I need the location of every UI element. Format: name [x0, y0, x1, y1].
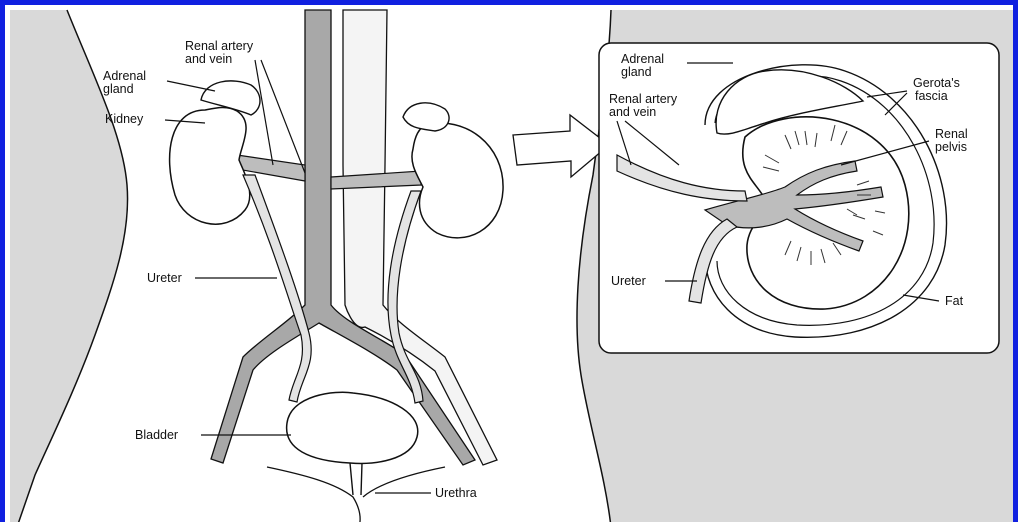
- left-kidney: [170, 107, 250, 224]
- label-ureter: Ureter: [147, 271, 182, 285]
- inset-label-ureter: Ureter: [611, 274, 646, 288]
- inset-label-renal-pelvis-line2: pelvis: [935, 140, 967, 154]
- label-urethra: Urethra: [435, 486, 477, 500]
- label-renal-artery-vein-line1: Renal artery: [185, 39, 254, 53]
- inset-label-renal-pelvis-line1: Renal: [935, 127, 968, 141]
- label-bladder: Bladder: [135, 428, 178, 442]
- right-ureter: [388, 191, 423, 403]
- right-kidney: [412, 123, 503, 238]
- pelvic-outline: [267, 467, 445, 522]
- inset-label-adrenal-gland-line1: Adrenal: [621, 52, 664, 66]
- inset-label-fat: Fat: [945, 294, 964, 308]
- urethra: [350, 463, 362, 495]
- inset-label-renal-artery-vein-line2: and vein: [609, 105, 656, 119]
- bladder: [287, 392, 418, 463]
- inset-label-renal-artery-vein-line1: Renal artery: [609, 92, 678, 106]
- inset-label-gerotas-fascia-line1: Gerota's: [913, 76, 960, 90]
- inset-label-adrenal-gland-line2: gland: [621, 65, 652, 79]
- label-renal-artery-vein-line2: and vein: [185, 52, 232, 66]
- inset-label-gerotas-fascia-line2: fascia: [915, 89, 948, 103]
- label-adrenal-gland-line1: Adrenal: [103, 69, 146, 83]
- label-adrenal-gland-line2: gland: [103, 82, 134, 96]
- label-kidney: Kidney: [105, 112, 144, 126]
- right-adrenal-gland: [403, 103, 449, 131]
- anatomy-illustration: Renal artery and vein Adrenal gland Kidn…: [5, 5, 1018, 522]
